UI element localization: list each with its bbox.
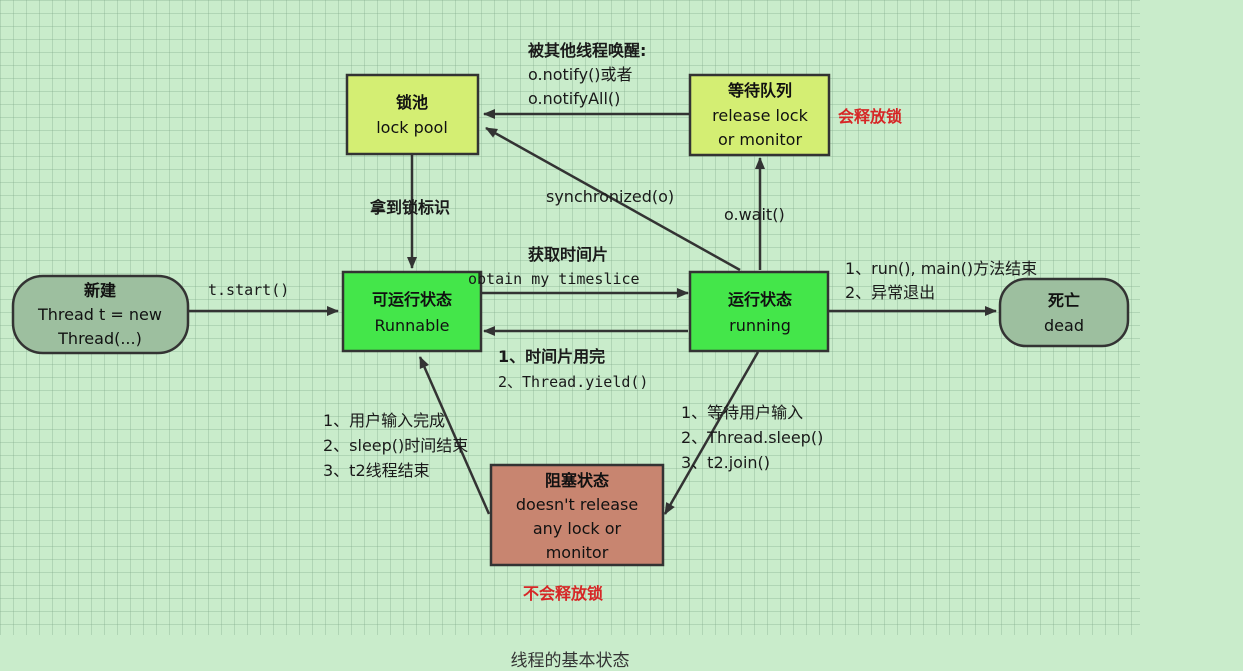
node-runnable: 可运行状态 Runnable xyxy=(341,270,483,353)
label-block-1: 1、等待用户输入 xyxy=(681,403,803,422)
label-yield-1: 1、时间片用完 xyxy=(498,347,605,366)
label-yield-2: 2、Thread.yield() xyxy=(498,373,648,391)
node-new-line2: Thread t = new xyxy=(37,305,162,324)
diagram-grid xyxy=(0,0,1140,635)
node-lock-pool-line2: lock pool xyxy=(376,118,448,137)
node-wait-queue: 等待队列 release lock or monitor xyxy=(688,73,831,157)
label-wait: o.wait() xyxy=(724,205,785,224)
label-unblock-1: 1、用户输入完成 xyxy=(323,411,445,430)
node-runnable-line2: Runnable xyxy=(374,316,449,335)
node-blocked-line4: monitor xyxy=(546,543,609,562)
label-get-lock-flag: 拿到锁标识 xyxy=(369,198,450,217)
label-unblock-2: 2、sleep()时间结束 xyxy=(323,436,468,455)
label-exit-2: 2、异常退出 xyxy=(845,283,935,302)
edge-block xyxy=(663,351,760,515)
node-new-title: 新建 xyxy=(84,281,116,300)
node-lock-pool-title: 锁池 xyxy=(396,93,428,112)
node-blocked-line2: doesn't release xyxy=(516,495,638,514)
edge-unblock xyxy=(418,356,491,515)
label-no-release-lock: 不会释放锁 xyxy=(523,584,603,603)
label-timeslice-en: obtain my timeslice xyxy=(468,270,640,288)
label-release-lock: 会释放锁 xyxy=(838,107,902,126)
node-blocked-line3: any lock or xyxy=(533,519,622,538)
label-notify-line1: 被其他线程唤醒: xyxy=(528,41,646,60)
node-blocked-title: 阻塞状态 xyxy=(545,471,609,490)
label-block-2: 2、Thread.sleep() xyxy=(681,428,823,447)
node-dead: 死亡 dead xyxy=(998,277,1130,348)
node-running-line2: running xyxy=(729,316,791,335)
thread-state-diagram: 新建 Thread t = new Thread(...) 锁池 lock po… xyxy=(11,41,1130,603)
label-block-3: 3、t2.join() xyxy=(681,453,770,472)
node-new-line3: Thread(...) xyxy=(57,329,142,348)
figure-caption: 线程的基本状态 xyxy=(510,651,630,671)
node-wait-queue-title: 等待队列 xyxy=(727,81,792,100)
label-start: t.start() xyxy=(208,281,289,299)
label-notify-line3: o.notifyAll() xyxy=(528,89,620,108)
node-lock-pool: 锁池 lock pool xyxy=(345,73,480,156)
node-blocked: 阻塞状态 doesn't release any lock or monitor xyxy=(489,463,665,567)
label-notify-line2: o.notify()或者 xyxy=(528,65,633,84)
edge-synchronized xyxy=(485,126,741,272)
node-wait-queue-line2: release lock xyxy=(712,106,808,125)
label-synchronized: synchronized(o) xyxy=(546,187,674,206)
node-running-title: 运行状态 xyxy=(728,290,792,309)
node-running: 运行状态 running xyxy=(688,270,830,353)
node-dead-line2: dead xyxy=(1044,316,1084,335)
label-timeslice-cn: 获取时间片 xyxy=(528,245,608,264)
node-new: 新建 Thread t = new Thread(...) xyxy=(11,274,190,355)
node-runnable-title: 可运行状态 xyxy=(372,290,452,309)
label-unblock-3: 3、t2线程结束 xyxy=(323,461,430,480)
node-wait-queue-line3: or monitor xyxy=(718,130,802,149)
node-dead-title: 死亡 xyxy=(1048,291,1080,310)
label-exit-1: 1、run(), main()方法结束 xyxy=(845,259,1037,278)
